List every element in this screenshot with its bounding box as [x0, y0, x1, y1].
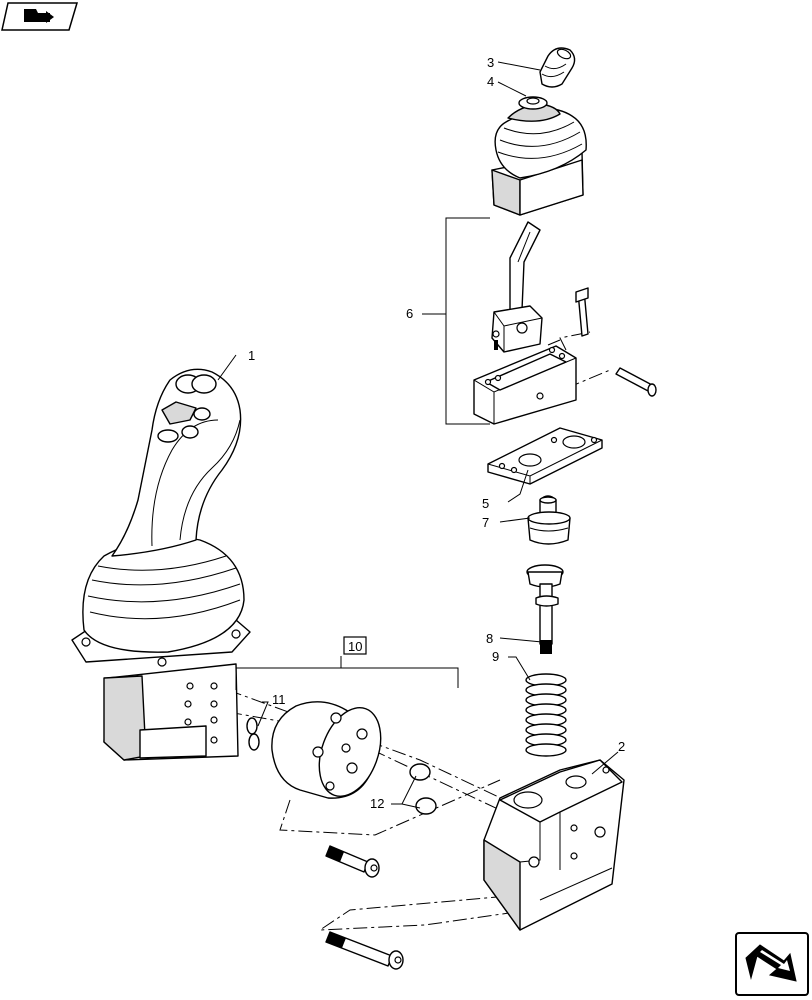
part-3-grip-tip: [539, 47, 576, 88]
callout-5: 5: [482, 496, 489, 511]
part-9-spring: [525, 673, 567, 757]
page-back-icon[interactable]: [1, 2, 79, 31]
callout-2: 2: [618, 739, 625, 754]
callout-8: 8: [486, 631, 493, 646]
callout-4: 4: [487, 74, 494, 89]
callout-10: 10: [348, 639, 362, 654]
part-10-block: [271, 701, 382, 799]
callout-labels: 3 4 1 6 5 7 8 9 2 11 12 10: [248, 55, 625, 811]
part-4-rubber-boot: [491, 96, 587, 216]
callout-11: 11: [272, 692, 286, 707]
callout-12: 12: [370, 796, 384, 811]
part-8-pin: [526, 564, 564, 654]
next-page-arrow-icon[interactable]: [735, 932, 809, 996]
part-7-plunger-top: [527, 495, 571, 545]
leader-lines: [217, 61, 619, 809]
callout-9: 9: [492, 649, 499, 664]
part-12-o-rings: [409, 763, 437, 815]
part-11-o-rings: [246, 717, 260, 751]
callout-10-box: [343, 636, 367, 655]
part-1-joystick: [71, 368, 251, 761]
part-2-valve-body: [483, 759, 625, 931]
callout-7: 7: [482, 515, 489, 530]
bolt-upper: [325, 845, 380, 878]
callout-3: 3: [487, 55, 494, 70]
bolt-lower: [325, 931, 404, 970]
part-5-plate: [487, 427, 603, 485]
callout-6: 6: [406, 306, 413, 321]
part-6-lever-housing: [445, 217, 657, 425]
callout-1: 1: [248, 348, 255, 363]
